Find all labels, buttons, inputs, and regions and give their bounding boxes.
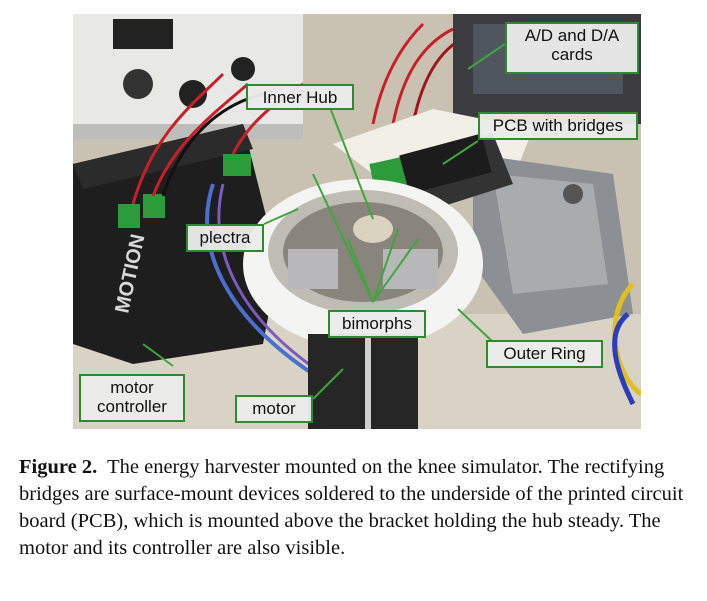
caption-label: Figure 2. [19, 456, 98, 478]
label-outer-ring: Outer Ring [486, 340, 603, 368]
photo-illustration: MOTION [73, 14, 641, 429]
label-ad-da-cards: A/D and D/A cards [505, 22, 639, 74]
label-motor-controller: motor controller [79, 374, 185, 422]
motor-body [308, 334, 418, 429]
inner-hub [353, 215, 393, 243]
power-supply [73, 14, 303, 134]
label-bimorphs: bimorphs [328, 310, 426, 338]
label-ad-da-text: A/D and D/A cards [524, 26, 620, 64]
pcb [399, 133, 492, 195]
label-motor: motor [235, 395, 313, 423]
figure-caption: Figure 2. The energy harvester mounted o… [19, 454, 699, 562]
figure-photo: MOTION [73, 14, 641, 429]
label-inner-hub: Inner Hub [246, 84, 354, 110]
caption-text: The energy harvester mounted on the knee… [19, 456, 684, 559]
motor-controller-box [73, 124, 278, 364]
label-pcb-with-bridges: PCB with bridges [478, 112, 638, 140]
label-plectra: plectra [186, 224, 264, 252]
label-motor-controller-text: motor controller [97, 378, 167, 416]
leader-lines [142, 43, 506, 400]
